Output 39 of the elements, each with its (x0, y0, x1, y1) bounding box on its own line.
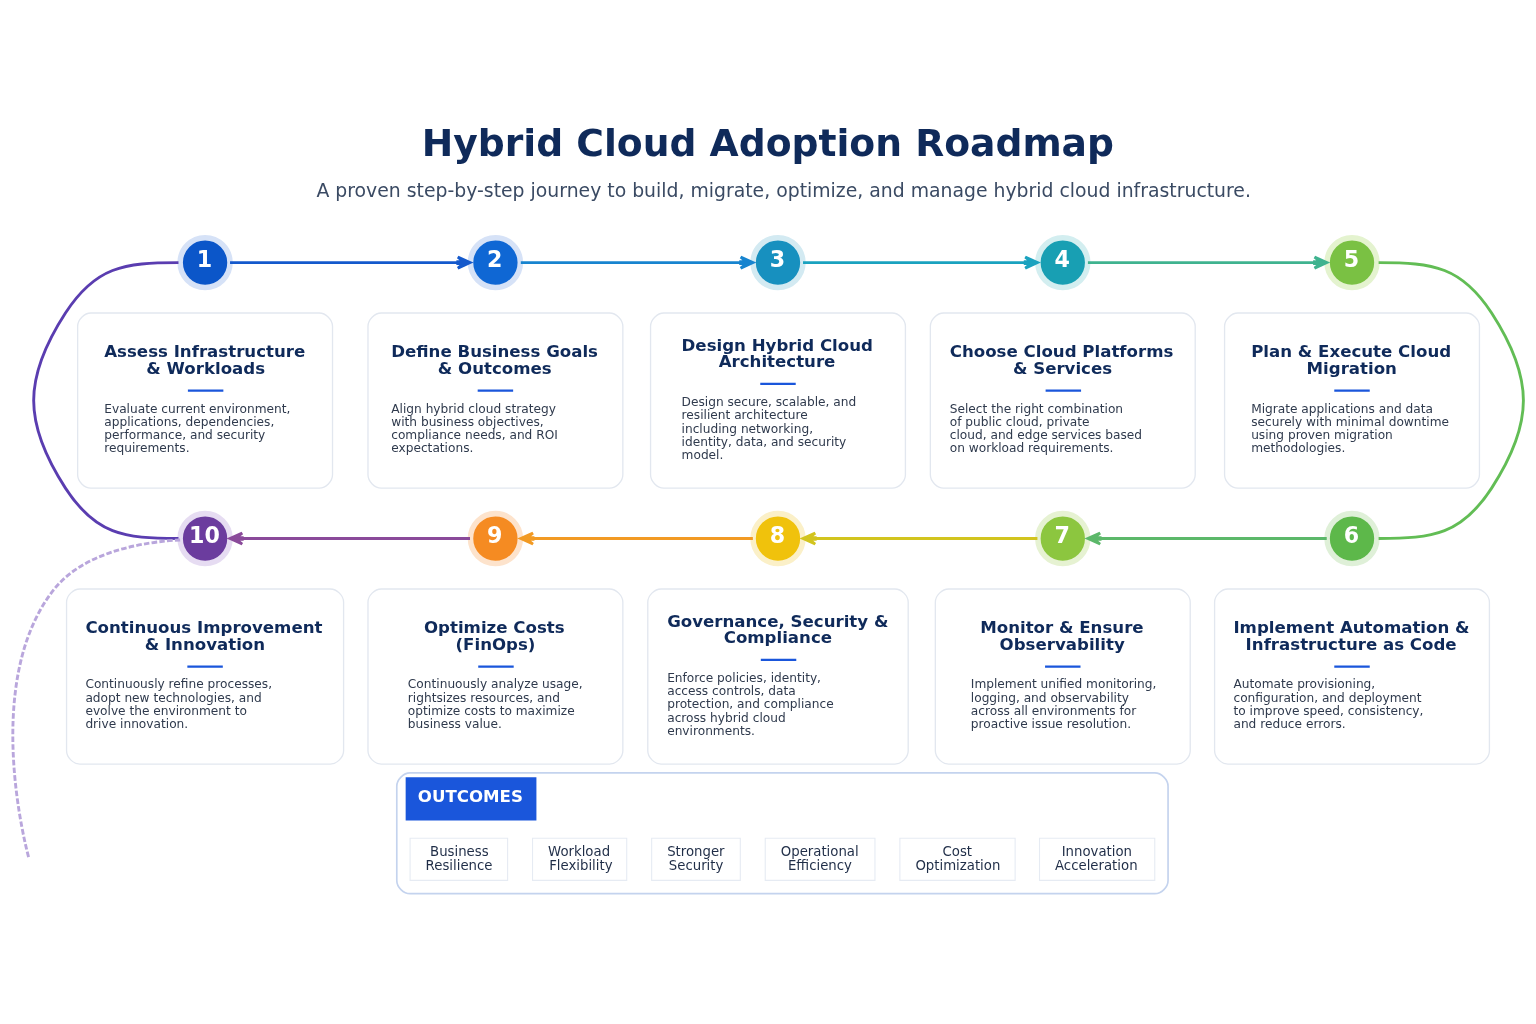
node-box: Innovation Acceleration (1038, 837, 1156, 881)
node-circle: 8 (750, 510, 806, 566)
arrow (1087, 255, 1329, 270)
node-box: Plan & Execute Cloud Migration Migrate applications and data securely with minimal downtime using proven migration methodologies. (1223, 311, 1481, 489)
node-box: Optimize Costs (FinOps) Continuously analyze usage, rightsizes resources, and optimize costs to maximize business value. (367, 587, 624, 765)
arrow (228, 531, 470, 545)
arrow (803, 255, 1039, 270)
node-circle: 2 (467, 234, 524, 290)
node-box: Implement Automation & Infrastructure as Code Automate provisioning, configuration, and deployment to improve speed, consistency, and reduce errors. (1213, 587, 1491, 765)
node-box: Choose Cloud Platforms & Services Select the right combination of public cloud, private cloud, and edge services based on workload requirements. (929, 311, 1196, 489)
node-box: Cost Optimization (899, 837, 1016, 881)
arrow (520, 255, 755, 270)
node-box: Assess Infrastructure & Workloads Evaluate current environment, applications, dependencies, performance, and security requirements. (76, 311, 334, 489)
node-circle: 1 (177, 234, 233, 290)
arrow (1086, 531, 1327, 545)
node-box: Workload Flexibility (532, 837, 628, 881)
node-circle: 10 (177, 510, 233, 566)
node-circle: 4 (1035, 234, 1091, 290)
diagram-title: Hybrid Cloud Adoption Roadmap (421, 120, 1115, 165)
node-box: Stronger Security (651, 837, 741, 881)
node-box: Continuous Improvement & Innovation Continuously refine processes, adopt new technologies, and evolve the environment to drive innovation. (65, 587, 345, 765)
label: A proven step-by-step journey to build, migrate, optimize, and manage hybrid cloud infrastructure. (316, 179, 1251, 201)
node-box: Define Business Goals & Outcomes Align hybrid cloud strategy with business objectives, compliance needs, and ROI expectations. (367, 311, 624, 489)
arrow (801, 531, 1038, 545)
node-circle: 5 (1324, 234, 1380, 290)
connector (11, 538, 181, 858)
node-box: Design Hybrid Cloud Architecture Design secure, scalable, and resilient architecture including networking, identity, data, and security model. (649, 311, 907, 489)
node-box: Business Resilience (409, 837, 509, 881)
node-circle: 6 (1324, 510, 1380, 566)
node-box: Governance, Security & Compliance Enforce policies, identity, access controls, data protection, and compliance across hybrid cloud environments. (647, 587, 909, 765)
node-circle: 9 (467, 510, 524, 566)
arrow (230, 255, 472, 270)
node-box: Operational Efficiency (764, 837, 876, 881)
arrow (519, 531, 753, 545)
node-circle: 3 (750, 234, 806, 290)
connector (32, 260, 179, 540)
node-box: Monitor & Ensure Observability Implement unified monitoring, logging, and observability across all environments for proactive issue resolution. (934, 587, 1191, 765)
connector (1378, 260, 1525, 540)
node-circle: 7 (1035, 510, 1091, 566)
